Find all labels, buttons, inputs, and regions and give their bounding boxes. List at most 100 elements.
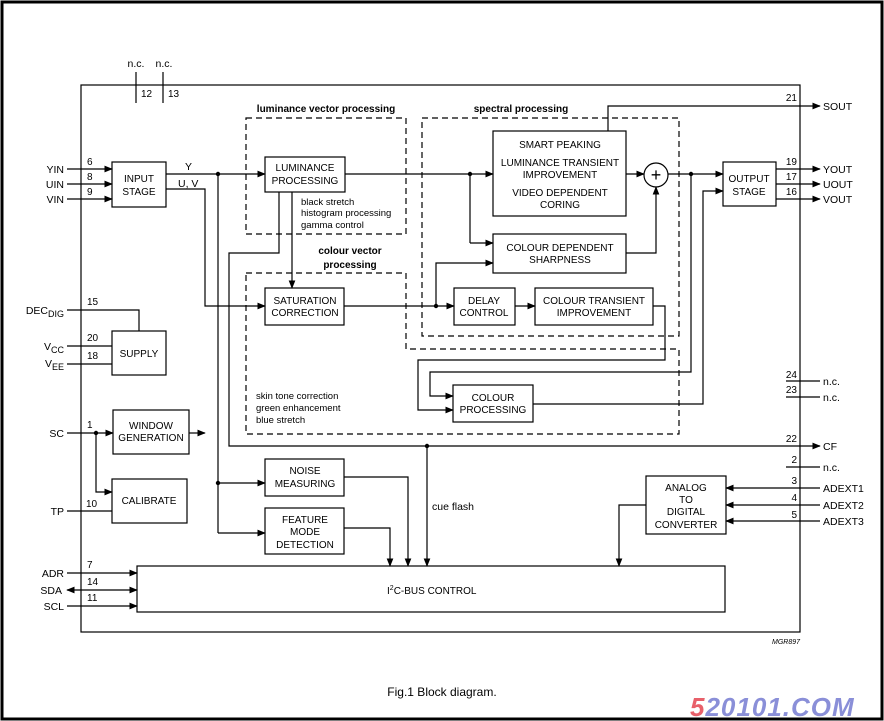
- pin-adr: ADR: [42, 568, 65, 580]
- window-generation-label-2: GENERATION: [118, 433, 183, 444]
- luminance-note-1: black stretch: [301, 197, 354, 208]
- pin-tp: TP: [51, 506, 64, 518]
- pin-num-22: 22: [786, 434, 798, 445]
- pin-nc24: n.c.: [823, 376, 840, 388]
- pin-num-6: 6: [87, 157, 93, 168]
- pin-decdig: DECDIG: [26, 305, 64, 319]
- saturation-label-2: CORRECTION: [271, 308, 338, 319]
- pin-num-7: 7: [87, 560, 93, 571]
- pin-num-2: 2: [791, 455, 797, 466]
- pin-num-10: 10: [86, 499, 98, 510]
- smart-peaking-label-3: IMPROVEMENT: [523, 170, 597, 181]
- noise-label-2: MEASURING: [275, 479, 336, 490]
- luminance-processing-label-2: PROCESSING: [272, 176, 339, 187]
- adc-label-1: ANALOG: [665, 483, 707, 494]
- noise-measuring-box: [264, 458, 345, 497]
- pin-num-13: 13: [168, 89, 180, 100]
- pin-num-17: 17: [786, 172, 798, 183]
- feature-label-2: MODE: [290, 527, 320, 538]
- pin-adext2: ADEXT2: [823, 500, 864, 512]
- pin-num-8: 8: [87, 172, 93, 183]
- figure-caption: Fig.1 Block diagram.: [387, 685, 496, 699]
- cti-label-2: IMPROVEMENT: [557, 308, 631, 319]
- pin-scl: SCL: [44, 601, 65, 613]
- adc-label-4: CONVERTER: [655, 520, 718, 531]
- pin-adext3: ADEXT3: [823, 516, 864, 528]
- noise-label-1: NOISE: [289, 466, 320, 477]
- colour-note-3: blue stretch: [256, 415, 305, 426]
- colour-group-title-2: processing: [323, 260, 376, 271]
- pin-num-21: 21: [786, 93, 798, 104]
- pin-num-9: 9: [87, 187, 93, 198]
- pin-sout: SOUT: [823, 101, 853, 113]
- adc-label-3: DIGITAL: [667, 507, 706, 518]
- pin-nc23: n.c.: [823, 392, 840, 404]
- adder-symbol: +: [651, 165, 662, 185]
- signal-y: Y: [185, 161, 192, 173]
- colour-group-box: [245, 272, 680, 435]
- output-stage-label-2: STAGE: [732, 187, 765, 198]
- luminance-group-box: [245, 117, 407, 235]
- pin-num-16: 16: [786, 187, 798, 198]
- adc-label-2: TO: [679, 495, 693, 506]
- pin-vee: VEE: [45, 358, 64, 372]
- pin-num-24: 24: [786, 370, 798, 381]
- colour-group-title-1: colour vector: [318, 246, 381, 257]
- cti-label-1: COLOUR TRANSIENT: [543, 296, 645, 307]
- pin-num-15: 15: [87, 297, 99, 308]
- pin-num-4: 4: [791, 493, 797, 504]
- cds-label-1: COLOUR DEPENDENT: [506, 243, 613, 254]
- input-stage-label-1: INPUT: [124, 174, 154, 185]
- ic-boundary: [80, 84, 801, 633]
- pin-sda: SDA: [40, 585, 62, 597]
- signal-cue-flash: cue flash: [432, 501, 474, 513]
- i2c-bus-control-label: I2C-BUS CONTROL: [387, 585, 477, 597]
- pin-num-14: 14: [87, 577, 99, 588]
- smart-peaking-label-1: SMART PEAKING: [519, 140, 601, 151]
- pin-num-11: 11: [87, 593, 98, 604]
- pin-uout: UOUT: [823, 179, 853, 191]
- pin-cf: CF: [823, 441, 837, 453]
- input-stage-label-2: STAGE: [122, 187, 155, 198]
- smart-peaking-label-4: VIDEO DEPENDENT: [512, 188, 608, 199]
- smart-peaking-label-5: CORING: [540, 200, 580, 211]
- pin-num-12: 12: [141, 89, 153, 100]
- pin-nc2: n.c.: [823, 462, 840, 474]
- pin-num-1: 1: [87, 420, 93, 431]
- pin-vcc: VCC: [44, 341, 65, 355]
- delay-label-1: DELAY: [468, 296, 500, 307]
- signal-uv: U, V: [178, 178, 198, 190]
- pin-nc13: n.c.: [156, 58, 173, 70]
- output-stage-label-1: OUTPUT: [728, 174, 769, 185]
- pin-nc12: n.c.: [128, 58, 145, 70]
- delay-label-2: CONTROL: [460, 308, 509, 319]
- spectral-group-box: [421, 117, 680, 337]
- calibrate-label: CALIBRATE: [122, 496, 177, 507]
- pin-num-20: 20: [87, 333, 99, 344]
- luminance-note-2: histogram processing: [301, 208, 391, 219]
- pin-sc: SC: [49, 428, 64, 440]
- supply-label: SUPPLY: [120, 349, 159, 360]
- pin-num-19: 19: [786, 157, 798, 168]
- luminance-note-3: gamma control: [301, 220, 364, 231]
- luminance-processing-label-1: LUMINANCE: [276, 163, 335, 174]
- pin-uin: UIN: [46, 179, 64, 191]
- pin-num-18: 18: [87, 351, 99, 362]
- colour-processing-label-2: PROCESSING: [460, 405, 527, 416]
- pin-yout: YOUT: [823, 164, 853, 176]
- window-generation-label-1: WINDOW: [129, 421, 173, 432]
- drawing-code: MGR897: [772, 639, 801, 646]
- colour-note-2: green enhancement: [256, 403, 341, 414]
- pin-num-3: 3: [791, 476, 797, 487]
- colour-processing-label-1: COLOUR: [472, 393, 515, 404]
- luminance-group-title: luminance vector processing: [257, 104, 395, 115]
- saturation-label-1: SATURATION: [274, 296, 337, 307]
- pin-num-23: 23: [786, 385, 798, 396]
- feature-label-1: FEATURE: [282, 515, 328, 526]
- calibrate-box: [111, 478, 188, 524]
- window-generation-box: [112, 409, 190, 455]
- smart-peaking-label-2: LUMINANCE TRANSIENT: [501, 158, 619, 169]
- watermark: 520101.COM: [690, 692, 855, 721]
- spectral-group-title: spectral processing: [474, 104, 568, 115]
